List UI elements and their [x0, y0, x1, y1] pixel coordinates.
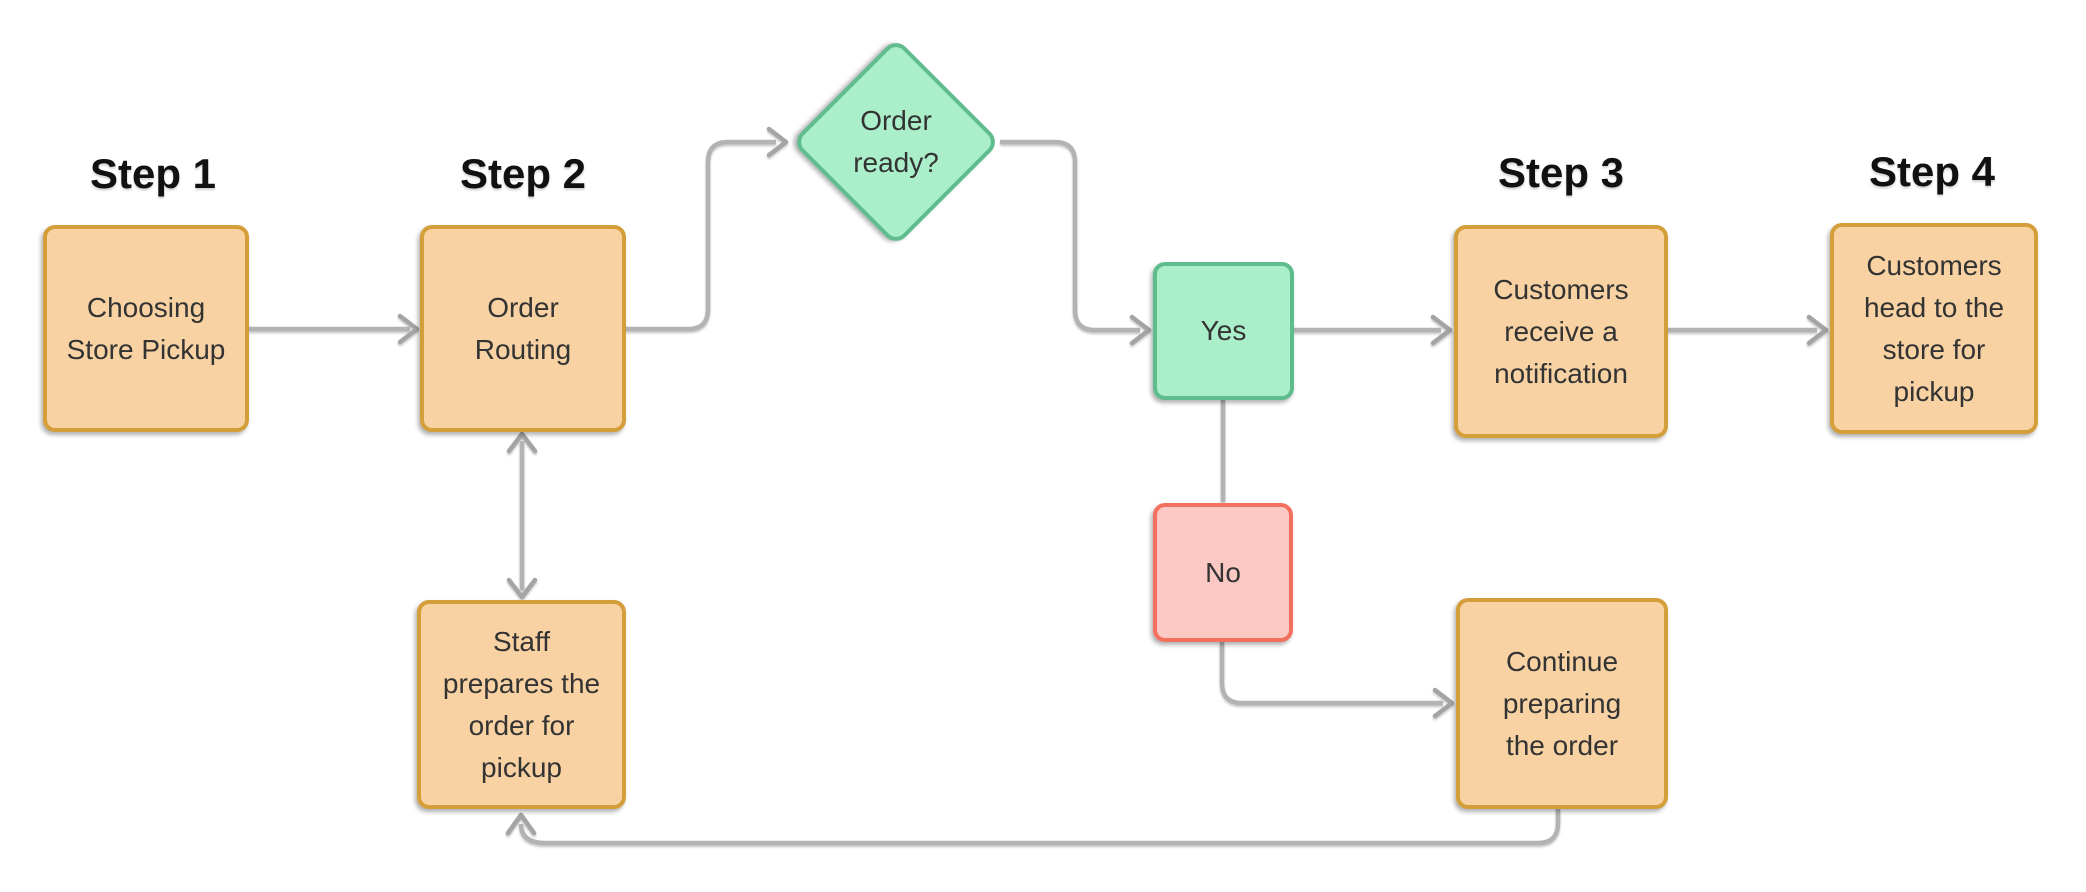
- node-customers-receive-notification[interactable]: Customers receive a notification: [1454, 225, 1668, 438]
- connector-routing-to-decision: [626, 126, 789, 332]
- connector-notify-to-head-to-store: [1668, 314, 1829, 346]
- label-step-2: Step 2: [459, 150, 587, 197]
- node-choosing-store-pickup[interactable]: Choosing Store Pickup: [43, 225, 249, 432]
- arrowhead-right-icon: [1430, 314, 1453, 346]
- arrowhead-right-icon: [1129, 314, 1152, 346]
- node-continue-preparing-order[interactable]: Continue preparing the order: [1456, 598, 1668, 809]
- arrowhead-up-icon: [505, 812, 537, 836]
- node-yes[interactable]: Yes: [1153, 262, 1294, 400]
- connector-line: [1000, 139, 1140, 333]
- label-step-3: Step 3: [1497, 149, 1625, 196]
- arrowhead-up-icon: [506, 431, 538, 454]
- node-staff-prepares-order[interactable]: Staff prepares the order for pickup: [417, 600, 626, 809]
- label-step-4: Step 4: [1868, 148, 1996, 195]
- decision-label: Order ready?: [853, 105, 939, 178]
- node-no[interactable]: No: [1153, 503, 1293, 642]
- node-order-routing[interactable]: Order Routing: [420, 225, 626, 432]
- label-step-1: Step 1: [89, 150, 217, 197]
- connector-line: [518, 809, 1561, 846]
- connector-line: [626, 139, 776, 332]
- connector-continue-to-staff: [505, 809, 1561, 846]
- arrowhead-right-icon: [766, 126, 789, 158]
- connector-routing-staff-bidirectional: [506, 431, 538, 600]
- arrowhead-down-icon: [506, 577, 538, 600]
- connector-no-to-continue: [1219, 642, 1455, 719]
- arrowhead-right-icon: [397, 313, 420, 345]
- node-customers-head-to-store[interactable]: Customers head to the store for pickup: [1830, 223, 2038, 434]
- arrowhead-right-icon: [1806, 314, 1829, 346]
- connector-decision-to-yes: [1000, 139, 1152, 346]
- connector-choosing-to-routing: [249, 313, 420, 345]
- connector-yes-to-notify: [1294, 314, 1453, 346]
- connector-line: [1219, 642, 1443, 706]
- arrowhead-right-icon: [1432, 687, 1455, 719]
